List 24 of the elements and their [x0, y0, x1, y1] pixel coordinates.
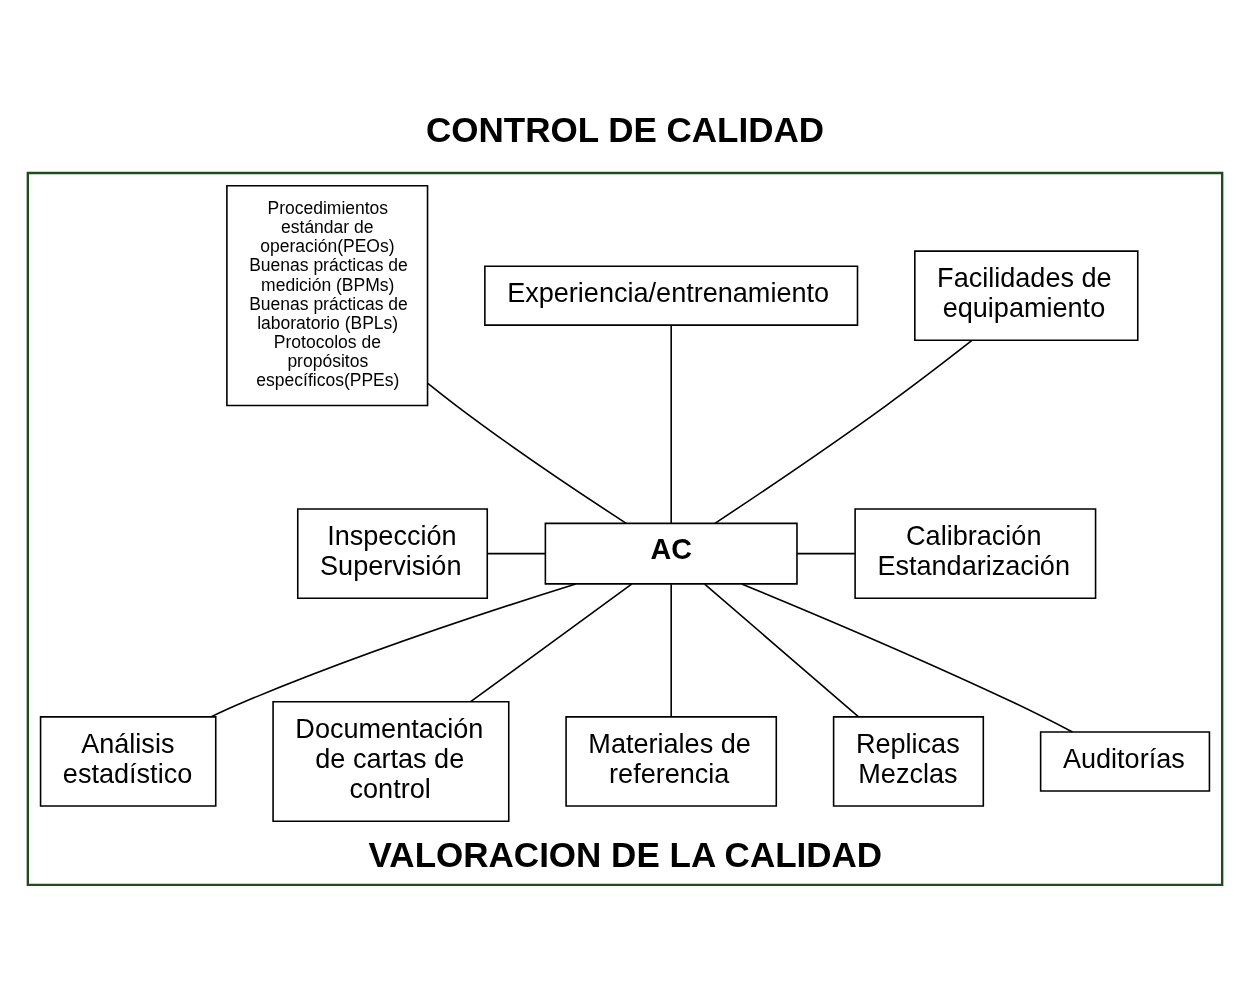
connector — [670, 324, 672, 524]
node-box: Replicas Mezclas — [832, 715, 985, 807]
node-box: Materiales de referencia — [565, 715, 778, 807]
node-box: Facilidades de equipamiento — [914, 249, 1139, 341]
node-box: AC — [544, 522, 798, 585]
node-box: Inspección Supervisión — [296, 507, 489, 599]
caption: VALORACION DE LA CALIDAD — [368, 834, 883, 874]
connector — [703, 582, 860, 718]
node-box: Experiencia/entrenamiento — [484, 264, 859, 326]
node-box: Análisis estadístico — [39, 715, 217, 807]
diagram-title: CONTROL DE CALIDAD — [425, 109, 825, 149]
connector — [796, 552, 856, 554]
cluster — [26, 171, 1224, 886]
connector — [714, 339, 973, 524]
connector — [741, 582, 1074, 733]
node-box: Procedimientos estándar de operación(PEOs) Buenas prácticas de medición (BPMs) Buenas prácticas de laboratorio (BPLs) Protocolos de propósitos específicos(PPEs) — [226, 184, 429, 406]
connector — [670, 582, 672, 718]
connector — [486, 552, 546, 554]
connector — [210, 582, 577, 717]
connector — [427, 382, 627, 524]
node-box: Documentación de cartas de control — [272, 700, 510, 822]
node-box: Calibración Estandarización — [854, 507, 1097, 599]
connector — [469, 582, 633, 702]
node-box: Auditorías — [1039, 730, 1211, 792]
